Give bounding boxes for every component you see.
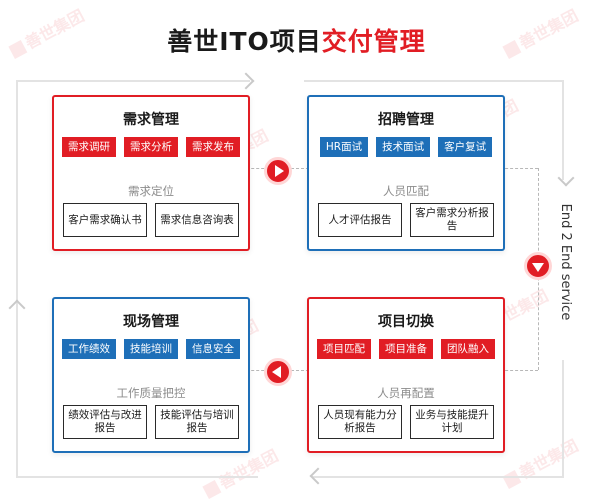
deliverable-box: 技能评估与培训报告	[155, 405, 239, 439]
tag-row: 项目匹配 项目准备 团队融入	[309, 339, 503, 359]
tag: 需求发布	[186, 137, 240, 157]
quadrant-title: 需求管理	[123, 112, 179, 128]
stage-label: 人员匹配	[383, 184, 429, 198]
deliverable-box: 绩效评估与改进报告	[63, 405, 147, 439]
quadrant-title: 项目切换	[378, 314, 434, 330]
deliverable-box: 业务与技能提升计划	[410, 405, 494, 439]
title-highlight: 交付管理	[321, 27, 426, 56]
stage-label: 需求定位	[128, 184, 174, 198]
deliverable-row: 人员现有能力分析报告 业务与技能提升计划	[309, 405, 503, 439]
page-title: 善世ITO项目交付管理	[0, 22, 593, 58]
play-left-icon	[264, 358, 292, 386]
title-main: 善世ITO项目	[167, 27, 322, 56]
tag: 客户复试	[438, 137, 493, 157]
tag: 需求调研	[62, 137, 116, 157]
deliverable-box: 需求信息咨询表	[155, 203, 239, 237]
deliverable-row: 客户需求确认书 需求信息咨询表	[54, 203, 248, 237]
tag: 需求分析	[124, 137, 178, 157]
side-label: End 2 End service	[558, 203, 573, 321]
tag: 信息安全	[186, 339, 240, 359]
tag: 技能培训	[124, 339, 178, 359]
tag-row: HR面试 技术面试 客户复试	[309, 137, 503, 157]
quadrant-title: 现场管理	[123, 314, 179, 330]
deliverable-row: 绩效评估与改进报告 技能评估与培训报告	[54, 405, 248, 439]
stage-label: 人员再配置	[377, 386, 435, 400]
tag: HR面试	[319, 137, 369, 157]
connector-top	[62, 168, 538, 169]
stage-label: 工作质量把控	[116, 386, 186, 400]
connector-bottom	[62, 370, 538, 371]
quadrant-project-transition: 项目切换 项目匹配 项目准备 团队融入 人员再配置 人员现有能力分析报告 业务与…	[307, 297, 505, 453]
deliverable-box: 客户需求分析报告	[410, 203, 494, 237]
deliverable-row: 人才评估报告 客户需求分析报告	[309, 203, 503, 237]
quadrant-recruitment-management: 招聘管理 HR面试 技术面试 客户复试 人员匹配 人才评估报告 客户需求分析报告	[307, 95, 505, 251]
tag: 项目准备	[379, 339, 433, 359]
tag-row: 需求调研 需求分析 需求发布	[54, 137, 248, 157]
deliverable-box: 人员现有能力分析报告	[318, 405, 402, 439]
tag-row: 工作绩效 技能培训 信息安全	[54, 339, 248, 359]
tag: 团队融入	[441, 339, 495, 359]
deliverable-box: 人才评估报告	[318, 203, 402, 237]
quadrant-onsite-management: 现场管理 工作绩效 技能培训 信息安全 工作质量把控 绩效评估与改进报告 技能评…	[52, 297, 250, 453]
quadrant-demand-management: 需求管理 需求调研 需求分析 需求发布 需求定位 客户需求确认书 需求信息咨询表	[52, 95, 250, 251]
play-right-icon	[264, 157, 292, 185]
play-down-icon	[524, 252, 552, 280]
deliverable-box: 客户需求确认书	[63, 203, 147, 237]
quadrant-title: 招聘管理	[378, 112, 434, 128]
tag: 项目匹配	[317, 339, 371, 359]
tag: 工作绩效	[62, 339, 116, 359]
tag: 技术面试	[376, 137, 431, 157]
